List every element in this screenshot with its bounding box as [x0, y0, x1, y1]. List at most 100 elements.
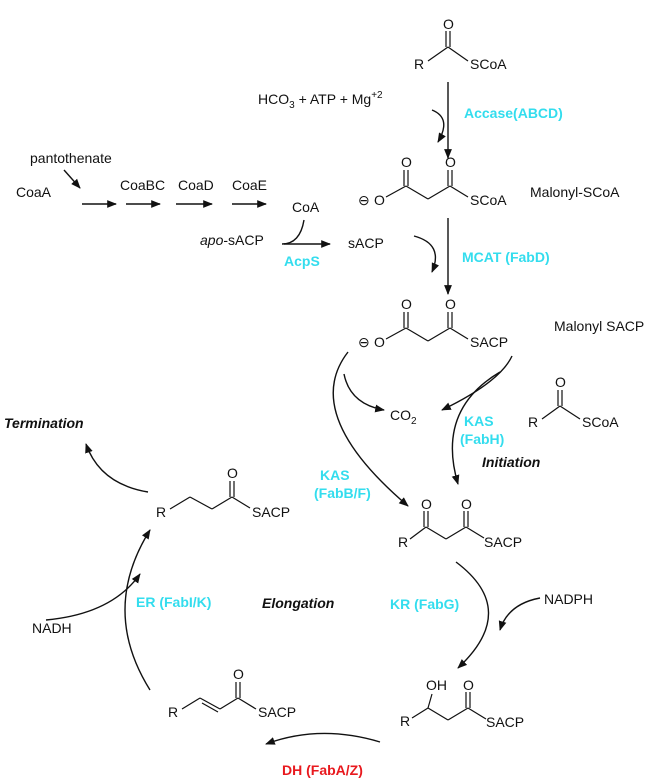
- bond: [449, 185, 469, 198]
- bond: [465, 526, 485, 539]
- ketoacyl-o2: O: [461, 496, 472, 512]
- malonyl-scoa-scoa: SCoA: [470, 192, 507, 208]
- accase-input-arrow: [431, 109, 446, 143]
- bond: [237, 697, 257, 710]
- top-substrate-scoa: SCoA: [470, 56, 507, 72]
- bond: [231, 496, 251, 509]
- malonyl-scoa-o1: O: [401, 154, 412, 170]
- ketoacyl-sacp: SACP: [484, 534, 522, 550]
- accase-inputs: HCO3 + ATP + Mg+2: [258, 90, 383, 111]
- pantothenate-label: pantothenate: [30, 150, 112, 166]
- hydroxyacyl-r: R: [400, 713, 410, 729]
- ketoacyl-o1: O: [421, 496, 432, 512]
- initiation-substrate-scoa: SCoA: [582, 414, 619, 430]
- bond: [427, 327, 451, 342]
- top-substrate-o: O: [443, 16, 454, 32]
- bond: [405, 327, 429, 342]
- nadph-label: NADPH: [544, 591, 593, 607]
- co2-release-arrow-right: [441, 355, 513, 411]
- bond: [385, 327, 407, 340]
- bond: [425, 526, 447, 540]
- nadh-arrow: [45, 573, 141, 621]
- acyl-sacp-structure: R O SACP: [156, 465, 290, 520]
- malonyl-scoa-o2: O: [445, 154, 456, 170]
- charge-icon: ⊖: [358, 192, 370, 208]
- malonyl-sacp-sacp: SACP: [470, 334, 508, 350]
- ketoacyl-sacp-structure: R O O SACP: [398, 496, 522, 550]
- bond: [445, 526, 467, 540]
- hydroxyacyl-o: O: [463, 677, 474, 693]
- acyl-sacp-sacp: SACP: [252, 504, 290, 520]
- nadph-arrow: [498, 597, 541, 631]
- mcat-label: MCAT (FabD): [462, 249, 550, 265]
- bond: [405, 185, 429, 200]
- initiation-substrate-r: R: [528, 414, 538, 430]
- bond: [219, 697, 239, 710]
- coaa-label: CoaA: [16, 184, 52, 200]
- kas-fabh-line2: (FabH): [460, 431, 504, 447]
- charge-icon: ⊖: [358, 334, 370, 350]
- malonyl-scoa-structure: ⊖ O O O SCoA: [358, 154, 507, 208]
- bond: [181, 697, 201, 710]
- acyl-sacp-o: O: [227, 465, 238, 481]
- kr-label: KR (FabG): [390, 596, 459, 612]
- bond: [211, 496, 233, 510]
- apo-sacp-label: apo-sACP: [200, 232, 264, 248]
- bond: [447, 707, 469, 721]
- enoyl-sacp-structure: R O SACP: [168, 666, 296, 720]
- er-label: ER (FabI/K): [136, 594, 211, 610]
- bond: [467, 707, 487, 720]
- initiation-substrate-o: O: [555, 374, 566, 390]
- malonyl-scoa-o-minus: O: [374, 192, 385, 208]
- dh-label: DH (FabA/Z): [282, 762, 363, 778]
- sacp-label: sACP: [348, 235, 384, 251]
- coa-curve: [281, 219, 305, 245]
- termination-label: Termination: [4, 415, 84, 431]
- bond: [541, 405, 561, 420]
- bond: [385, 185, 407, 198]
- malonyl-scoa-name: Malonyl-SCoA: [530, 184, 620, 200]
- top-substrate-structure: R O SCoA: [414, 16, 507, 72]
- malonyl-sacp-name: Malonyl SACP: [554, 318, 644, 334]
- kr-arrow: [455, 561, 490, 669]
- bond: [169, 496, 191, 510]
- bond: [199, 697, 221, 710]
- enoyl-r: R: [168, 704, 178, 720]
- initiation-substrate-structure: R O SCoA: [528, 374, 619, 430]
- acyl-sacp-r: R: [156, 504, 166, 520]
- bond: [411, 707, 429, 719]
- dh-arrow: [265, 732, 381, 745]
- bond: [427, 46, 449, 62]
- coae-label: CoaE: [232, 177, 267, 193]
- kas-fabbf-line1: KAS: [320, 467, 350, 483]
- coad-label: CoaD: [178, 177, 214, 193]
- termination-arrow: [85, 443, 149, 493]
- bond: [427, 707, 449, 721]
- coaa-arrow: [63, 169, 81, 189]
- initiation-label: Initiation: [482, 454, 540, 470]
- kas-fabbf-line2: (FabB/F): [314, 485, 371, 501]
- mcat-input-arrow: [413, 235, 440, 273]
- top-substrate-r: R: [414, 56, 424, 72]
- hydroxyacyl-sacp: SACP: [486, 714, 524, 730]
- bond: [559, 405, 581, 420]
- kas-fabbf-arrow: [332, 351, 409, 507]
- kas-fabh-line1: KAS: [464, 413, 494, 429]
- enoyl-sacp: SACP: [258, 704, 296, 720]
- ketoacyl-r: R: [398, 534, 408, 550]
- malonyl-sacp-o2: O: [445, 296, 456, 312]
- malonyl-sacp-o1: O: [401, 296, 412, 312]
- coa-label: CoA: [292, 199, 320, 215]
- enoyl-o: O: [233, 666, 244, 682]
- bond: [409, 526, 427, 540]
- bond: [189, 496, 213, 510]
- er-arrow: [124, 529, 151, 691]
- kas-fabh-arrow: [451, 371, 501, 485]
- co2-release-arrow-left: [343, 373, 385, 413]
- accase-label: Accase(ABCD): [464, 105, 563, 121]
- malonyl-sacp-o-minus: O: [374, 334, 385, 350]
- bond: [449, 327, 469, 340]
- acps-label: AcpS: [284, 253, 320, 269]
- bond: [427, 693, 433, 709]
